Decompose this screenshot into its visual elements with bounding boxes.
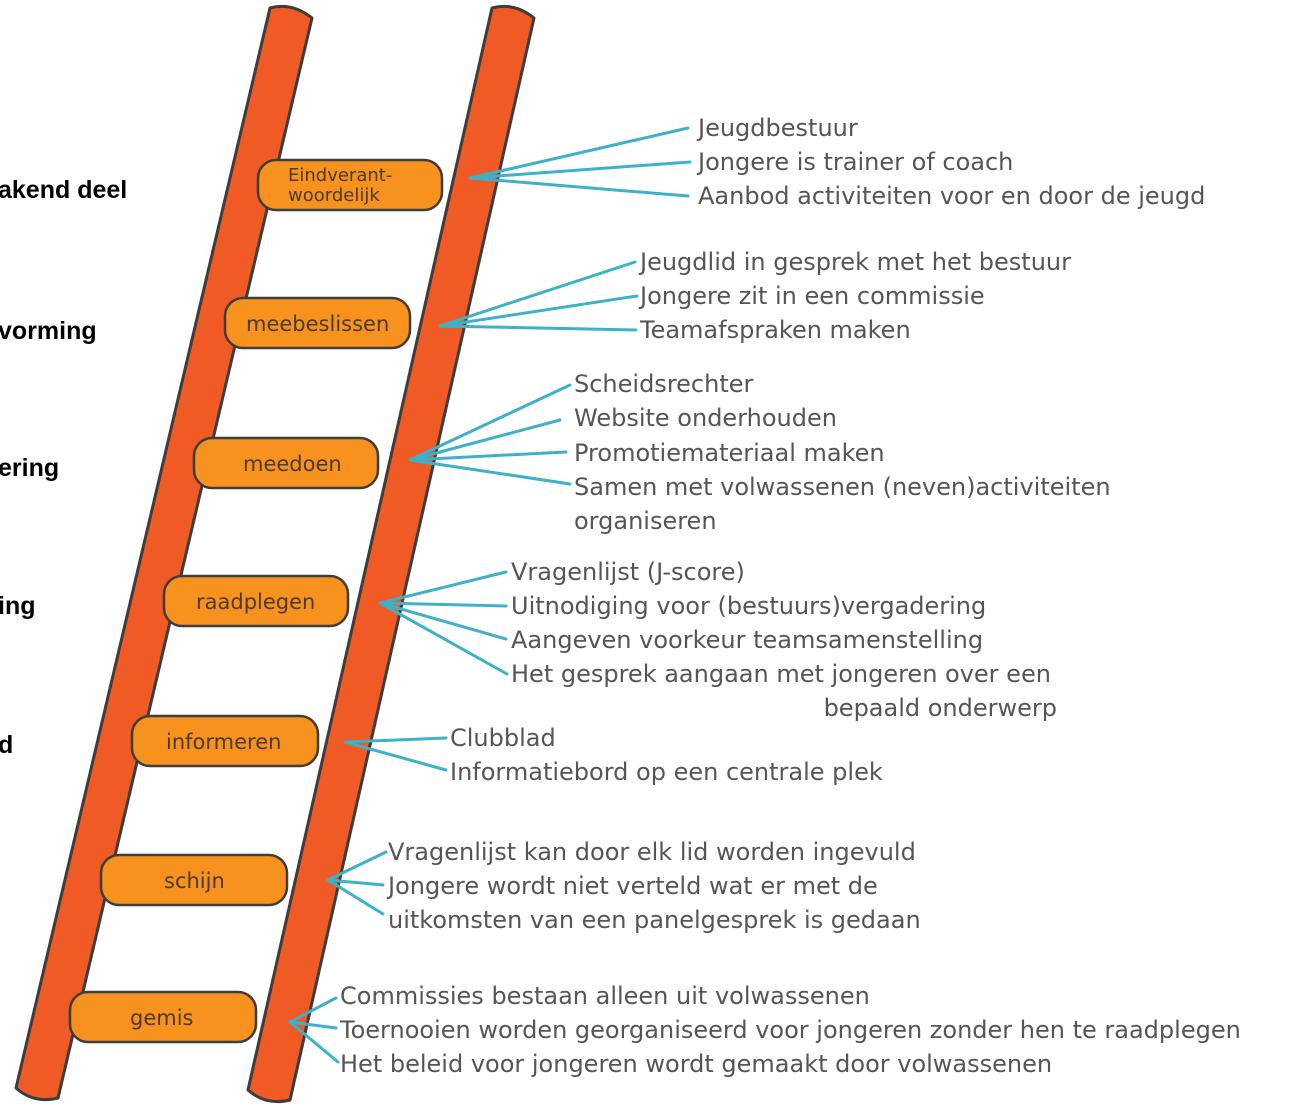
connector-fan-eindverantwoordelijk (468, 126, 692, 198)
example-text: Scheidsrechter (574, 370, 754, 398)
rung-label: informeren (166, 730, 281, 754)
rung-label: gemis (130, 1006, 193, 1030)
rung-raadplegen: raadplegen (162, 574, 350, 628)
example-text: Promotiemateriaal maken (574, 439, 885, 467)
examples-eindverantwoordelijk: Jeugdbestuur Jongere is trainer of coach… (696, 114, 1205, 210)
rung-informeren: informeren (130, 714, 320, 768)
example-text: Het gesprek aangaan met jongeren over ee… (511, 660, 1051, 688)
example-text: Website onderhouden (574, 404, 837, 432)
examples-schijn: Vragenlijst kan door elk lid worden inge… (386, 838, 921, 934)
side-label-1: akend deel (0, 176, 127, 204)
example-text: Aanbod activiteiten voor en door de jeug… (698, 182, 1205, 210)
ladder-rail-left (14, 4, 314, 1102)
ladder-rungs: Eindverant- woordelijk meebeslissen meed… (68, 158, 444, 1044)
rung-gemis: gemis (68, 990, 258, 1044)
rung-meebeslissen: meebeslissen (223, 296, 412, 350)
example-text: Commissies bestaan alleen uit volwassene… (340, 982, 870, 1010)
example-text: Vragenlijst (J-score) (511, 558, 745, 586)
rung-label: schijn (164, 869, 225, 893)
examples: Jeugdbestuur Jongere is trainer of coach… (339, 114, 1241, 1078)
rung-meedoen: meedoen (192, 436, 380, 490)
side-label-4: ing (0, 592, 36, 620)
example-text: Het beleid voor jongeren wordt gemaakt d… (340, 1050, 1052, 1078)
side-label-2: vorming (0, 317, 97, 345)
examples-informeren: Clubblad Informatiebord op een centrale … (450, 724, 883, 786)
example-text: uitkomsten van een panelgesprek is gedaa… (388, 906, 921, 934)
example-text: Aangeven voorkeur teamsamenstelling (511, 626, 983, 654)
example-text: Teamafspraken maken (639, 316, 911, 344)
examples-gemis: Commissies bestaan alleen uit volwassene… (339, 982, 1241, 1078)
connector-lines (288, 126, 692, 1064)
connector-fan-raadplegen (378, 570, 509, 676)
ladder-rail-right (246, 4, 536, 1104)
example-text: Toernooien worden georganiseerd voor jon… (339, 1016, 1241, 1044)
side-label-5: d (0, 731, 13, 759)
rung-label: meedoen (243, 452, 342, 476)
example-text: Vragenlijst kan door elk lid worden inge… (388, 838, 916, 866)
example-text: Uitnodiging voor (bestuurs)vergadering (511, 592, 986, 620)
connector-fan-informeren (343, 736, 448, 772)
example-text: Clubblad (450, 724, 556, 752)
rung-label: raadplegen (196, 590, 315, 614)
example-text: Jongere zit in een commissie (638, 282, 985, 310)
connector-fan-meebeslissen (438, 260, 639, 332)
example-text: organiseren (574, 507, 717, 535)
rung-schijn: schijn (99, 853, 289, 907)
side-labels: akend deel vorming ering ing d (0, 176, 127, 759)
example-text: Samen met volwassenen (neven)activiteite… (574, 473, 1111, 501)
example-text: Jongere wordt niet verteld wat er met de (386, 872, 878, 900)
example-text: Informatiebord op een centrale plek (450, 758, 883, 786)
connector-fan-meedoen (408, 383, 572, 486)
connector-fan-gemis (288, 996, 340, 1064)
example-text: Jeugdbestuur (696, 114, 858, 142)
rung-label: Eindverant- (288, 165, 392, 186)
rung-label: woordelijk (288, 185, 380, 206)
ladder-rails (14, 4, 536, 1104)
example-text: bepaald onderwerp (824, 694, 1057, 722)
example-text: Jeugdlid in gesprek met het bestuur (638, 248, 1071, 276)
rung-eindverantwoordelijk: Eindverant- woordelijk (256, 158, 444, 212)
examples-meedoen: Scheidsrechter Website onderhouden Promo… (574, 370, 1111, 535)
rung-label: meebeslissen (246, 312, 389, 336)
side-label-3: ering (0, 454, 59, 482)
examples-meebeslissen: Jeugdlid in gesprek met het bestuur Jong… (638, 248, 1071, 344)
connector-fan-schijn (326, 850, 388, 916)
example-text: Jongere is trainer of coach (696, 148, 1013, 176)
examples-raadplegen: Vragenlijst (J-score) Uitnodiging voor (… (511, 558, 1057, 722)
